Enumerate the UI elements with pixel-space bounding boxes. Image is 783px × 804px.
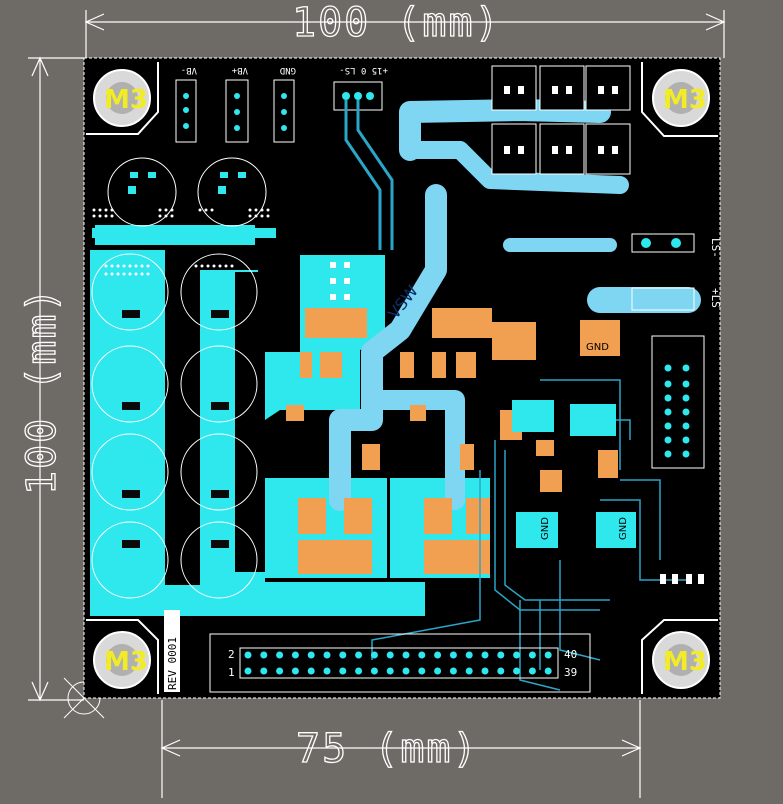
header-pin bbox=[402, 651, 410, 659]
header-pin bbox=[465, 651, 473, 659]
header-pin bbox=[370, 667, 378, 675]
revision-label: REV 0001 bbox=[166, 637, 179, 690]
header-pin bbox=[244, 651, 252, 659]
header-pin bbox=[528, 651, 536, 659]
header-pin bbox=[465, 667, 473, 675]
gnd-pad-label: GND bbox=[586, 342, 609, 353]
header-pin bbox=[276, 651, 284, 659]
header-pin bbox=[544, 667, 552, 675]
header-pin bbox=[260, 651, 268, 659]
ls-plus-label: +LS bbox=[709, 288, 722, 308]
header-pin bbox=[386, 667, 394, 675]
header-pin bbox=[434, 667, 442, 675]
header-pin-40-label: 40 bbox=[564, 648, 577, 661]
header-pin bbox=[355, 651, 363, 659]
vb-plus-label: VB+ bbox=[231, 65, 248, 75]
header-40pin-outline bbox=[209, 633, 591, 693]
header-pin bbox=[513, 651, 521, 659]
mount-label-bl: M3 bbox=[104, 647, 148, 677]
vsw-trace bbox=[329, 99, 701, 511]
ic-packages bbox=[512, 400, 636, 548]
header-pin bbox=[418, 667, 426, 675]
vb-minus-label: VB- bbox=[181, 65, 197, 75]
dim-bottom-label: 75 (mm) bbox=[296, 726, 479, 772]
dimension-lines bbox=[28, 10, 726, 798]
mount-label-br: M3 bbox=[663, 647, 707, 677]
dim-left-label: 100 (mm) bbox=[19, 286, 65, 495]
ls-minus-label: LS- bbox=[709, 238, 722, 258]
mount-label-tl: M3 bbox=[104, 85, 148, 115]
control-traces bbox=[371, 379, 690, 691]
header-pin bbox=[402, 667, 410, 675]
mount-keepouts bbox=[86, 62, 718, 694]
cap-pads-dark bbox=[122, 310, 229, 548]
header-pin bbox=[481, 667, 489, 675]
header-pin bbox=[434, 651, 442, 659]
header-pin bbox=[355, 667, 363, 675]
header-pin bbox=[339, 651, 347, 659]
mount-holes bbox=[93, 69, 710, 689]
header-pin bbox=[497, 651, 505, 659]
ls-plus-connector bbox=[631, 287, 695, 311]
header-pin bbox=[497, 667, 505, 675]
header-pin bbox=[260, 667, 268, 675]
gnd-ic1-label: GND bbox=[540, 517, 551, 540]
header-pin bbox=[528, 667, 536, 675]
gnd-ic2-label: GND bbox=[618, 517, 629, 540]
header-pin bbox=[481, 651, 489, 659]
header-pin bbox=[307, 667, 315, 675]
side-header bbox=[651, 335, 705, 469]
dim-top-label: 100 (mm) bbox=[292, 0, 501, 46]
smd-parts bbox=[330, 262, 704, 584]
ls-top-label: +15 0 LS- bbox=[339, 65, 388, 75]
header-pin bbox=[370, 651, 378, 659]
top-connectors bbox=[175, 79, 383, 143]
side-header-pins bbox=[664, 364, 690, 458]
fet-pads bbox=[504, 86, 618, 154]
header-pin-1-label: 1 bbox=[228, 666, 235, 679]
header-pin bbox=[339, 667, 347, 675]
header-pin bbox=[291, 651, 299, 659]
pour-isolation bbox=[165, 250, 265, 585]
header-pin bbox=[244, 667, 252, 675]
header-pin bbox=[418, 651, 426, 659]
header-pin bbox=[323, 651, 331, 659]
gnd-label: GND bbox=[280, 65, 296, 75]
mount-label-tr: M3 bbox=[663, 85, 707, 115]
header-pin-2-label: 2 bbox=[228, 648, 235, 661]
cap-pads-top bbox=[92, 172, 276, 238]
signal-traces-top bbox=[344, 100, 394, 250]
header-pin bbox=[323, 667, 331, 675]
via-grid bbox=[92, 208, 270, 276]
header-pin bbox=[276, 667, 284, 675]
header-pin bbox=[386, 651, 394, 659]
capacitors-bulk bbox=[91, 157, 267, 599]
header-pin bbox=[291, 667, 299, 675]
fet-outlines bbox=[491, 65, 631, 175]
header-40pin-pins bbox=[244, 651, 552, 675]
header-pin bbox=[307, 651, 315, 659]
header-pin bbox=[513, 667, 521, 675]
header-pin-39-label: 39 bbox=[564, 666, 577, 679]
header-pin bbox=[544, 651, 552, 659]
header-pin bbox=[449, 667, 457, 675]
power-pads bbox=[286, 308, 620, 574]
header-pin bbox=[449, 651, 457, 659]
